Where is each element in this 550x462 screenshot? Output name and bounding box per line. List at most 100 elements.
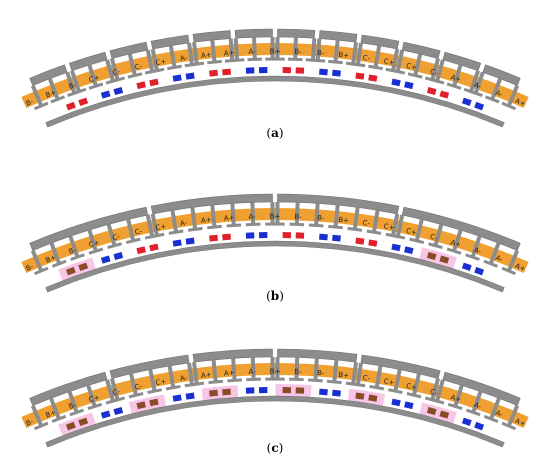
magnet-blue: [258, 67, 268, 74]
coil-label: C-: [112, 67, 122, 77]
core-module: [390, 206, 521, 276]
magnet-red: [149, 78, 159, 87]
magnet-brown: [426, 407, 437, 416]
magnet-blue: [404, 401, 414, 410]
coil-label: C-: [429, 68, 439, 78]
coil-label: C-: [134, 62, 143, 72]
coil-label: A-: [248, 368, 256, 376]
magnet-brown: [209, 389, 218, 397]
coil-label: B+: [270, 48, 281, 56]
magnet-blue: [474, 266, 485, 276]
core-module: [149, 193, 280, 239]
magnet-brown: [282, 387, 292, 394]
coil-label: A+: [514, 262, 527, 274]
magnet-brown: [78, 262, 89, 271]
magnet-red: [426, 87, 437, 96]
panel-b: B-B+B-C+C-C-C+A-A+A+A-B+B-B-B+C-C+C+C-A+…: [21, 193, 529, 293]
coil-label: A+: [201, 216, 213, 225]
coil-band: [21, 363, 529, 429]
coil-label: A-: [494, 89, 504, 99]
coil-label: C+: [405, 62, 417, 72]
magnet-blue: [245, 232, 255, 239]
magnet-blue: [185, 392, 195, 400]
coil-label: A+: [450, 73, 463, 84]
magnet-blue: [461, 97, 472, 106]
core-module: [149, 34, 200, 74]
coil-label: C+: [383, 57, 395, 67]
coil-label: A-: [248, 213, 256, 221]
magnet-red: [65, 101, 76, 111]
magnet-brown: [136, 401, 146, 410]
coil-label: C+: [383, 377, 395, 387]
coil-label: C-: [362, 54, 371, 63]
coil-label: B+: [338, 51, 350, 60]
coil-label: C-: [429, 388, 439, 398]
coil-label: B-: [25, 417, 35, 427]
magnet-blue: [172, 74, 182, 82]
coil-label: C-: [429, 233, 439, 243]
magnet-red: [78, 97, 89, 106]
coil-label: A+: [201, 371, 213, 380]
magnet-blue: [391, 243, 401, 252]
coil-label: B-: [294, 213, 302, 221]
core-module: [270, 28, 321, 63]
core-module: [468, 64, 521, 111]
magnet-red: [368, 74, 378, 82]
coil-label: A+: [514, 417, 527, 429]
magnet-blue: [245, 67, 255, 74]
magnet-blue: [245, 387, 255, 394]
magnet-brown: [426, 252, 437, 261]
magnet-red: [295, 67, 305, 74]
core-module: [270, 193, 401, 239]
coil-label: A+: [224, 369, 235, 378]
coil-label: A-: [179, 374, 188, 383]
magnet-brown: [295, 387, 305, 394]
coil-label: B+: [338, 216, 350, 225]
magnet-red: [368, 239, 378, 247]
magnet-blue: [332, 69, 341, 77]
coil-label: A+: [450, 393, 463, 404]
magnet-blue: [113, 87, 124, 96]
magnet-red: [355, 237, 365, 245]
coil-label: A-: [179, 54, 188, 63]
core-module: [229, 28, 280, 63]
coil-label: B+: [44, 253, 57, 264]
magnet-blue: [461, 262, 472, 271]
coil-label: C+: [155, 377, 167, 387]
coil-label: C+: [88, 73, 101, 84]
coil-label: B-: [25, 262, 35, 272]
coil-label: C+: [88, 238, 101, 249]
core-module: [29, 206, 160, 276]
panel-c: B-B+B-C+C-C-C+A-A+A+A-B+B-B-B+C-C+C+C-A+…: [21, 348, 529, 448]
magnet-red: [282, 67, 292, 74]
magnet-red: [439, 90, 450, 99]
core-module: [429, 371, 521, 431]
magnet-red: [209, 234, 218, 242]
magnet-blue: [185, 72, 195, 80]
magnet-red: [136, 246, 146, 255]
magnet-red: [222, 233, 231, 241]
magnet-red: [222, 68, 231, 76]
magnet-glow: [275, 384, 312, 398]
magnet-blue: [172, 394, 182, 402]
magnet-brown: [65, 266, 76, 276]
magnet-blue: [100, 410, 111, 419]
coil-label: B-: [294, 368, 302, 376]
coil-label: C-: [134, 382, 143, 392]
magnet-red: [136, 81, 146, 90]
magnet-blue: [391, 398, 401, 407]
coil-label: B-: [68, 246, 78, 256]
magnet-blue: [461, 417, 472, 426]
magnet-blue: [391, 78, 401, 87]
coil-label: A-: [473, 401, 483, 411]
magnet-brown: [78, 417, 89, 426]
mover-rail: [45, 240, 505, 293]
mover-rail: [45, 75, 505, 128]
core-module: [270, 348, 361, 387]
mover-rail: [45, 395, 505, 448]
coil-label: A-: [494, 254, 504, 264]
coil-label: B-: [317, 214, 325, 223]
coil-label: C-: [134, 227, 143, 237]
